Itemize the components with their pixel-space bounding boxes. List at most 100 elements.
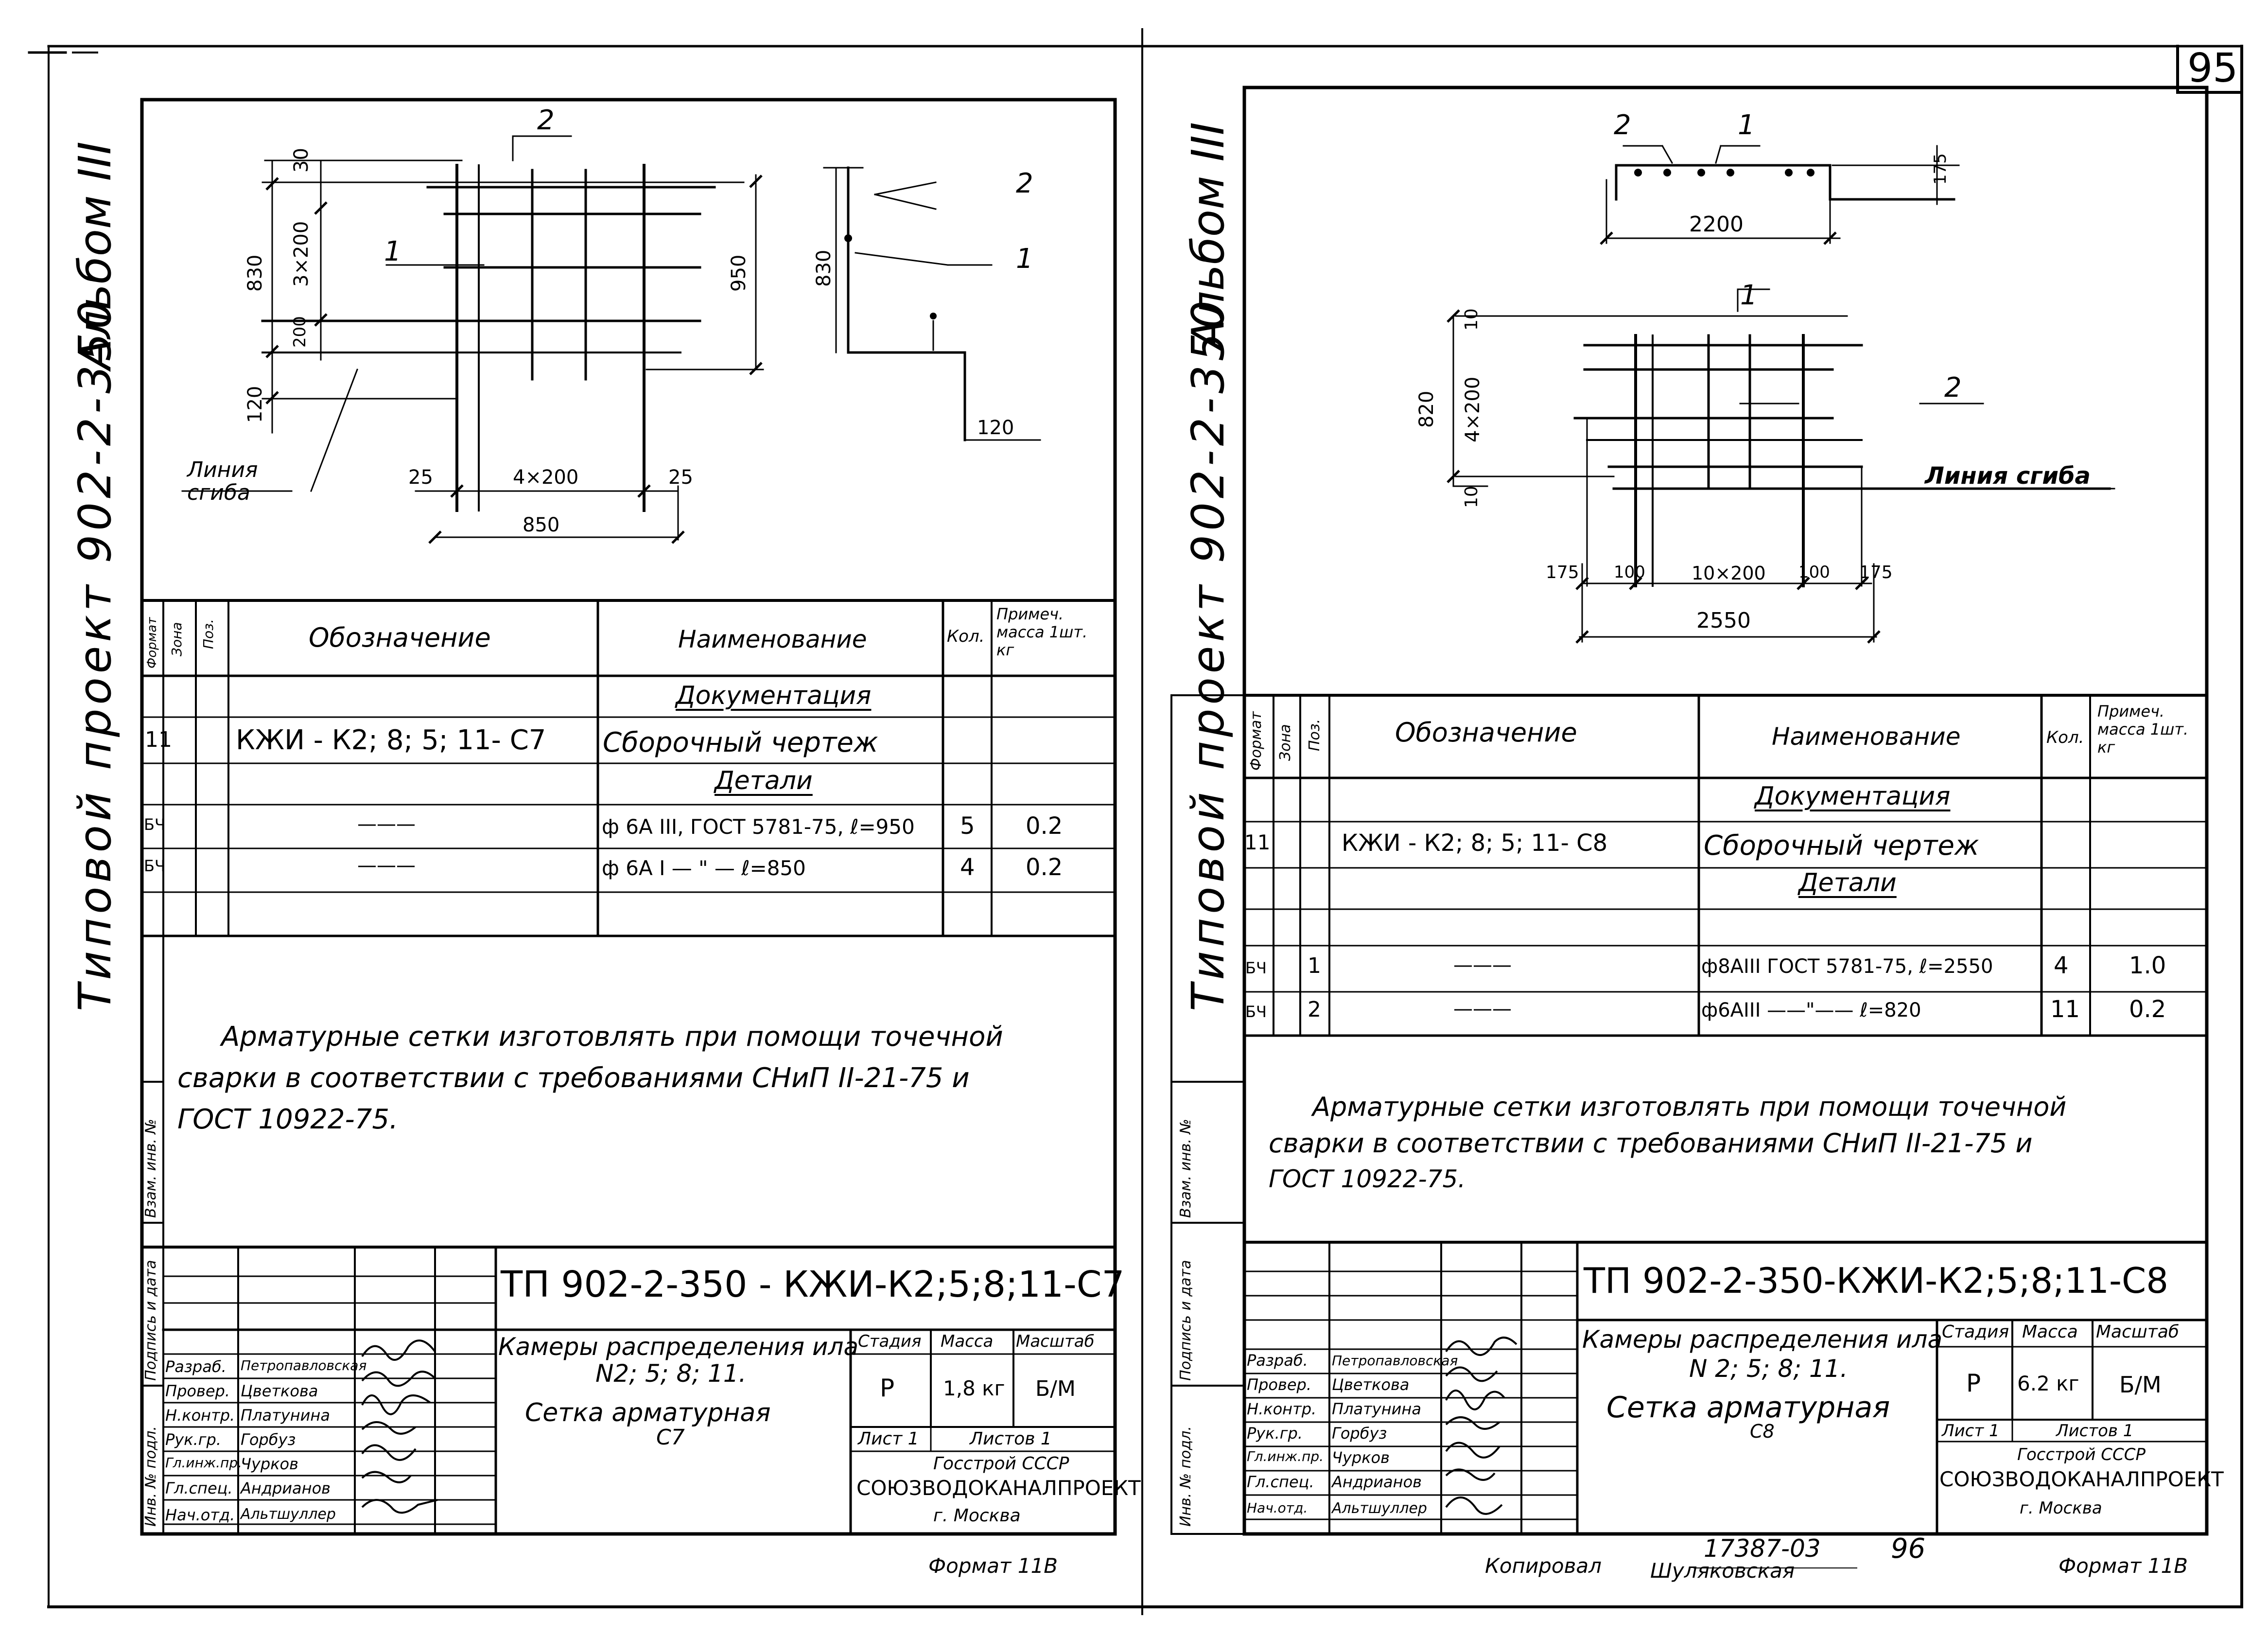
right-callout-1: 1 — [1740, 280, 1758, 311]
left-name-5: Чурков — [241, 1455, 298, 1473]
left-name-7: Альтшуллер — [241, 1506, 336, 1523]
right-name-7: Альтшуллер — [1332, 1500, 1427, 1517]
right-dim-10a: 10 — [1462, 308, 1482, 331]
right-title-2: N 2; 5; 8; 11. — [1689, 1355, 1848, 1383]
right-spec-row2-designation: ——— — [1453, 998, 1512, 1020]
left-scale-header: Масштаб — [1016, 1332, 1095, 1351]
left-sheets: Листов 1 — [970, 1429, 1052, 1449]
right-name-5: Чурков — [1332, 1448, 1390, 1467]
right-spec-h-name: Наименование — [1772, 722, 1961, 751]
left-callout-1: 1 — [384, 236, 401, 267]
left-spec-row1-format: БЧ — [144, 815, 165, 834]
left-callout-2: 2 — [537, 105, 555, 136]
left-role-2: Провер. — [165, 1382, 230, 1400]
right-spec-row2-name: ф6АIII ——"—— ℓ=820 — [1701, 999, 1921, 1021]
left-org-1: Госстрой СССР — [933, 1454, 1069, 1474]
left-name-4: Горбуз — [241, 1430, 296, 1449]
right-stage-value: Р — [1966, 1369, 1981, 1397]
right-dim-175a: 175 — [1546, 563, 1579, 582]
right-role-6: Гл.спец. — [1247, 1473, 1314, 1491]
left-spec-h-qty: Кол. — [947, 627, 985, 646]
right-role-1: Разраб. — [1247, 1351, 1308, 1370]
left-spec-doc-name: Сборочный чертеж — [603, 727, 878, 758]
right-sheet: Лист 1 — [1942, 1421, 2000, 1441]
left-spec-h-pos: Поз. — [200, 619, 216, 649]
right-spec-h-qty: Кол. — [2046, 728, 2084, 747]
left-spec-row1-qty: 5 — [960, 812, 975, 840]
left-role-3: Н.контр. — [165, 1406, 235, 1425]
left-profile-callout-1: 1 — [1016, 243, 1033, 275]
left-spec-row1-mass: 0.2 — [1026, 812, 1063, 840]
left-dim-120-profile: 120 — [977, 417, 1014, 439]
right-dim-100b: 100 — [1798, 563, 1830, 582]
left-bend-line-1: Линия — [187, 458, 258, 482]
left-dim-830: 830 — [244, 254, 266, 292]
right-spec-row1-pos: 1 — [1308, 953, 1321, 978]
left-org-2: СОЮЗВОДОКАНАЛПРОЕКТ — [856, 1476, 1141, 1500]
left-spec-doc-format: 11 — [145, 727, 172, 752]
left-spec-h-name: Наименование — [678, 625, 867, 653]
right-spec-row1-designation: ——— — [1453, 954, 1512, 976]
right-org-2: СОЮЗВОДОКАНАЛПРОЕКТ — [1939, 1467, 2224, 1491]
left-format: Формат 11В — [928, 1554, 1058, 1578]
right-spec-h-zone: Зона — [1277, 724, 1294, 761]
right-dim-2550: 2550 — [1696, 608, 1751, 633]
right-spec-h-pos: Поз. — [1306, 719, 1323, 751]
copied-label: Копировал — [1485, 1554, 1602, 1578]
right-spec-row2-mass: 0.2 — [2129, 996, 2166, 1023]
right-spec-doc-name: Сборочный чертеж — [1704, 830, 1979, 862]
left-role-5: Гл.инж.пр. — [165, 1455, 243, 1471]
right-spec-row1-qty: 4 — [2054, 952, 2069, 979]
right-role-3: Н.контр. — [1247, 1400, 1317, 1418]
right-spec-h-designation: Обозначение — [1395, 717, 1577, 748]
left-spec-doc-designation: КЖИ - К2; 8; 5; 11- С7 — [236, 724, 546, 756]
right-sheets: Листов 1 — [2056, 1421, 2134, 1441]
right-margin-replace-inv: Взам. инв. № — [1177, 1119, 1194, 1218]
left-title-1: Камеры распределения ила — [498, 1333, 859, 1361]
left-mass-header: Масса — [941, 1332, 994, 1351]
right-spec-row2-qty: 11 — [2050, 996, 2080, 1023]
left-role-6: Гл.спец. — [165, 1479, 233, 1497]
left-note-line-2: сварки в соответствии с требованиями СНи… — [177, 1062, 970, 1094]
right-mass-value: 6.2 кг — [2017, 1372, 2079, 1395]
left-dim-830-profile: 830 — [813, 249, 835, 287]
left-role-4: Рук.гр. — [165, 1430, 222, 1449]
left-role-7: Нач.отд. — [165, 1506, 235, 1524]
left-spec-row2-format: БЧ — [144, 857, 165, 875]
right-bend-line: Линия сгиба — [1925, 462, 2091, 490]
right-dim-100a: 100 — [1614, 563, 1645, 582]
left-org-3: г. Москва — [933, 1506, 1021, 1526]
copy-sheet: 96 — [1891, 1533, 1926, 1565]
left-spec-h-format: Формат — [145, 617, 159, 669]
right-note-line-3: ГОСТ 10922-75. — [1269, 1165, 1466, 1193]
left-dim-850: 850 — [523, 514, 560, 536]
right-margin-signature-date: Подпись и дата — [1177, 1260, 1194, 1381]
right-note-line-2: сварки в соответствии с требованиями СНи… — [1269, 1128, 2033, 1159]
left-profile-callout-2: 2 — [1016, 168, 1033, 199]
right-dim-4x200: 4×200 — [1462, 376, 1484, 442]
right-mass-header: Масса — [2022, 1322, 2078, 1342]
left-role-1: Разраб. — [165, 1357, 227, 1376]
right-dim-10x200: 10×200 — [1692, 563, 1766, 584]
left-spec-section-parts: Детали — [715, 766, 813, 795]
left-spec-row2-mass: 0.2 — [1026, 854, 1063, 881]
right-spec-section-parts: Детали — [1798, 868, 1897, 898]
right-org-1: Госстрой СССР — [2017, 1445, 2146, 1464]
left-dim-200: 200 — [290, 316, 310, 348]
left-stage-header: Стадия — [858, 1332, 922, 1351]
left-spec-h-zone: Зона — [169, 622, 185, 656]
left-spec-h-designation: Обозначение — [309, 622, 491, 653]
left-dim-120: 120 — [244, 386, 266, 423]
right-spec-h-note: Примеч. масса 1шт. кг — [2097, 702, 2189, 757]
right-spec-h-format: Формат — [1248, 711, 1265, 771]
left-spec-row2-name: ф 6А I — " — ℓ=850 — [602, 856, 806, 880]
right-role-7: Нач.отд. — [1247, 1500, 1308, 1516]
right-profile-callout-2: 2 — [1614, 109, 1631, 141]
right-spec-row1-name: ф8АIII ГОСТ 5781-75, ℓ=2550 — [1701, 955, 1993, 978]
left-dim-4x200: 4×200 — [513, 466, 579, 489]
left-spec-h-note: Примеч. масса 1шт. кг — [996, 605, 1088, 659]
right-name-2: Цветкова — [1332, 1375, 1410, 1394]
right-org-3: г. Москва — [2020, 1498, 2102, 1518]
right-name-3: Платунина — [1332, 1400, 1421, 1418]
